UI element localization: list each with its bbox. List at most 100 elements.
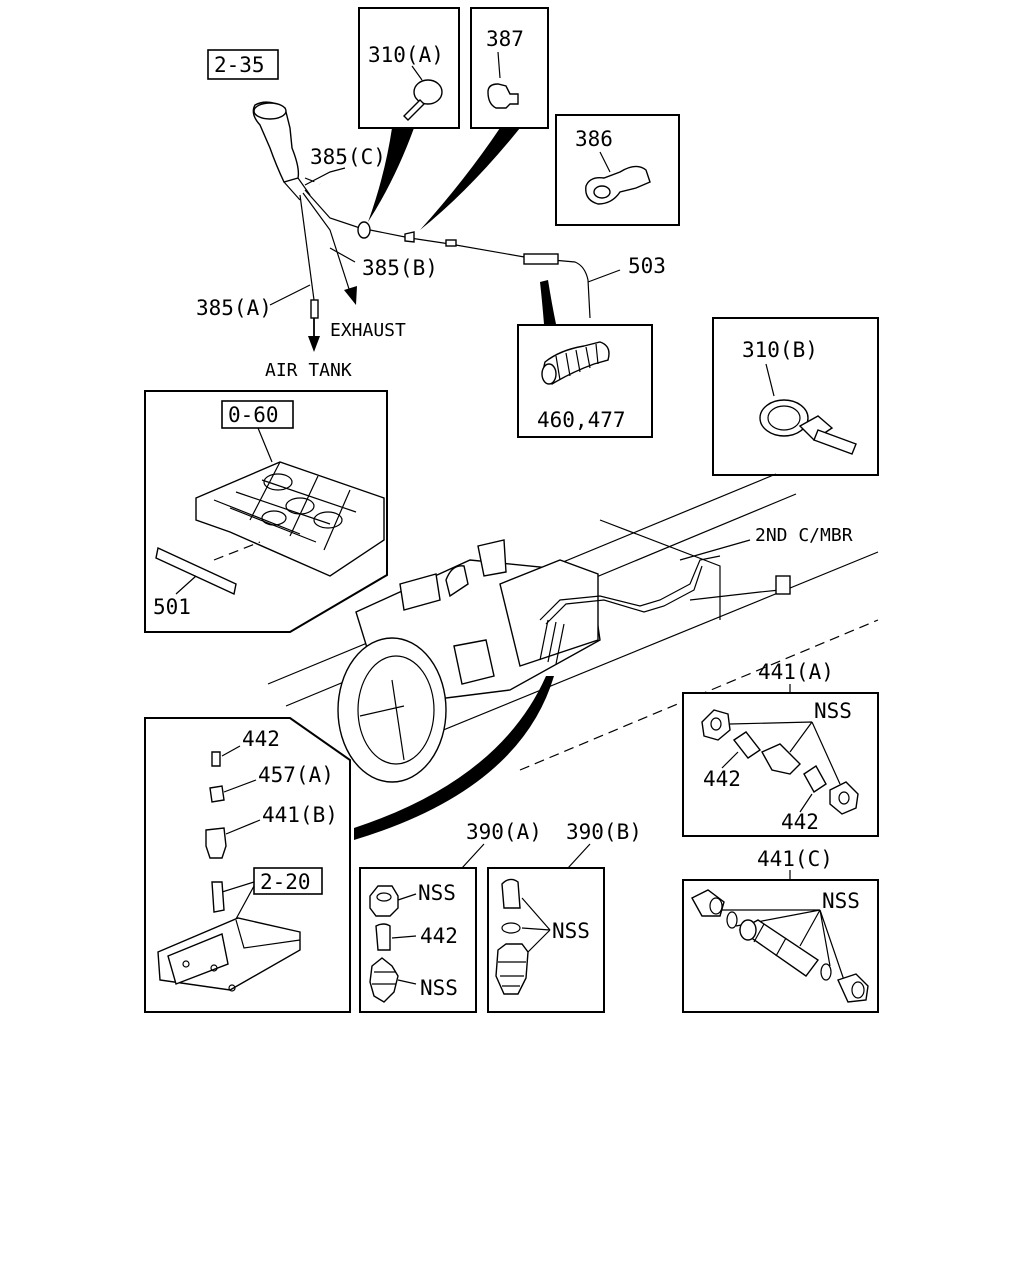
exhaust-arrow (344, 286, 357, 305)
fitting-441c-2-end (851, 981, 865, 999)
inset-441a: 441(A) NSS 442 442 (682, 660, 879, 837)
inset-390b: 390(B) NSS (487, 820, 642, 1013)
ref-2-35: 2-35 (214, 53, 265, 77)
label-crossmember: 2ND C/MBR (755, 525, 853, 546)
fitting-441c-1-end (709, 897, 723, 915)
nss-441a-leaders (729, 721, 841, 785)
inset-bracket: 442 457(A) 441(B) 2-20 (144, 717, 351, 1013)
washer-457a (209, 785, 225, 803)
inset-460-477: 460,477 (517, 280, 653, 438)
tube-441c-end (739, 919, 757, 941)
label-442-a2: 442 (781, 810, 819, 834)
label-503: 503 (628, 254, 666, 278)
lever-boot (283, 177, 311, 201)
clamp-on-hose (404, 231, 415, 243)
union-441a (761, 743, 801, 775)
leader-crossmember (679, 539, 751, 561)
nut-441a-1 (701, 709, 731, 741)
gasket-hole-2 (285, 497, 315, 515)
nss-390b: NSS (552, 919, 590, 943)
fitting-390b-threads (498, 961, 526, 987)
leader-457a (223, 779, 257, 793)
bellhousing (337, 637, 447, 783)
inset-0-60: 0-60 501 (144, 390, 388, 633)
leader-310b (765, 363, 775, 397)
clip-on-hose (357, 221, 371, 239)
sleeve-442-c (375, 923, 391, 951)
leader-387 (497, 51, 501, 79)
oring-390b (501, 922, 521, 934)
label-air-tank: AIR TANK (265, 360, 352, 381)
leader-501 (175, 575, 197, 595)
leaders-nss-390b (521, 897, 551, 953)
pointer-transmission (354, 676, 554, 840)
nut-441a-1-hole (710, 717, 722, 731)
inset-387: 387 (420, 7, 549, 230)
fitting-390b (495, 943, 529, 995)
gasket-hole-1 (263, 473, 293, 491)
air-tank-arrow (308, 336, 320, 352)
nss-441a: NSS (814, 699, 852, 723)
bellhousing-inner (357, 655, 435, 765)
bellows-ribs (555, 343, 599, 381)
gasket-hole-4 (261, 510, 287, 526)
leader-442-a2 (799, 793, 813, 813)
leader-310a (411, 65, 423, 81)
nut-441a-2 (829, 781, 859, 815)
bracket-hole-1 (182, 960, 190, 968)
inset-386-frame (555, 114, 680, 226)
ref-box-2-20[interactable] (253, 867, 323, 895)
air-tank-fitting (310, 299, 319, 319)
label-386: 386 (575, 127, 613, 151)
harness-connector (775, 575, 791, 595)
label-385b: 385(B) (362, 256, 438, 280)
pointer-460 (540, 280, 556, 324)
bracket-hole-2 (210, 964, 218, 972)
clip-386-hole (593, 185, 611, 199)
oring-441c-1 (726, 911, 738, 929)
label-387: 387 (486, 27, 524, 51)
ref-0-60: 0-60 (228, 403, 279, 427)
hose-clamp-tail (813, 429, 857, 455)
pointer-310a (368, 128, 414, 222)
harness-branch (689, 589, 781, 601)
label-442-a1: 442 (703, 767, 741, 791)
inset-387-frame (470, 7, 549, 129)
leader-385b (329, 247, 356, 263)
label-310a: 310(A) (368, 43, 444, 67)
hose-385c-503 (304, 189, 591, 319)
leader-385a (269, 284, 311, 306)
cable-tie-tail (403, 99, 425, 121)
leader-390b (567, 843, 591, 869)
connector-on-hose (445, 239, 457, 247)
grommet-387 (487, 83, 519, 109)
hose-385a (299, 194, 315, 301)
label-501: 501 (153, 595, 191, 619)
leader-nss-390a-2 (397, 979, 417, 985)
label-441c: 441(C) (757, 847, 833, 871)
label-460-477: 460,477 (537, 408, 626, 432)
label-385a: 385(A) (196, 296, 272, 320)
label-457a: 457(A) (258, 763, 334, 787)
inset-460-frame (517, 324, 653, 438)
bracket-upright (235, 919, 301, 949)
leader-386 (599, 151, 611, 173)
label-441b: 441(B) (262, 803, 338, 827)
ref-box-2-35[interactable] (207, 49, 279, 80)
bellows-end (541, 363, 557, 385)
gasket-plate (195, 461, 385, 577)
shift-knob-top (253, 102, 287, 120)
leader-503 (587, 269, 621, 283)
label-385c: 385(C) (310, 145, 386, 169)
label-442-b: 442 (242, 727, 280, 751)
ref-box-0-60[interactable] (221, 400, 294, 429)
hose-clamp-inner (767, 405, 801, 431)
connector-441b (205, 827, 227, 859)
harness-leads (539, 619, 565, 665)
seal-strip-link (213, 541, 261, 561)
inset-390a: 390(A) NSS 442 NSS (359, 820, 542, 1013)
actuator (453, 639, 495, 685)
sleeve-390b (501, 878, 521, 909)
nss-441c-leaders (722, 909, 847, 987)
